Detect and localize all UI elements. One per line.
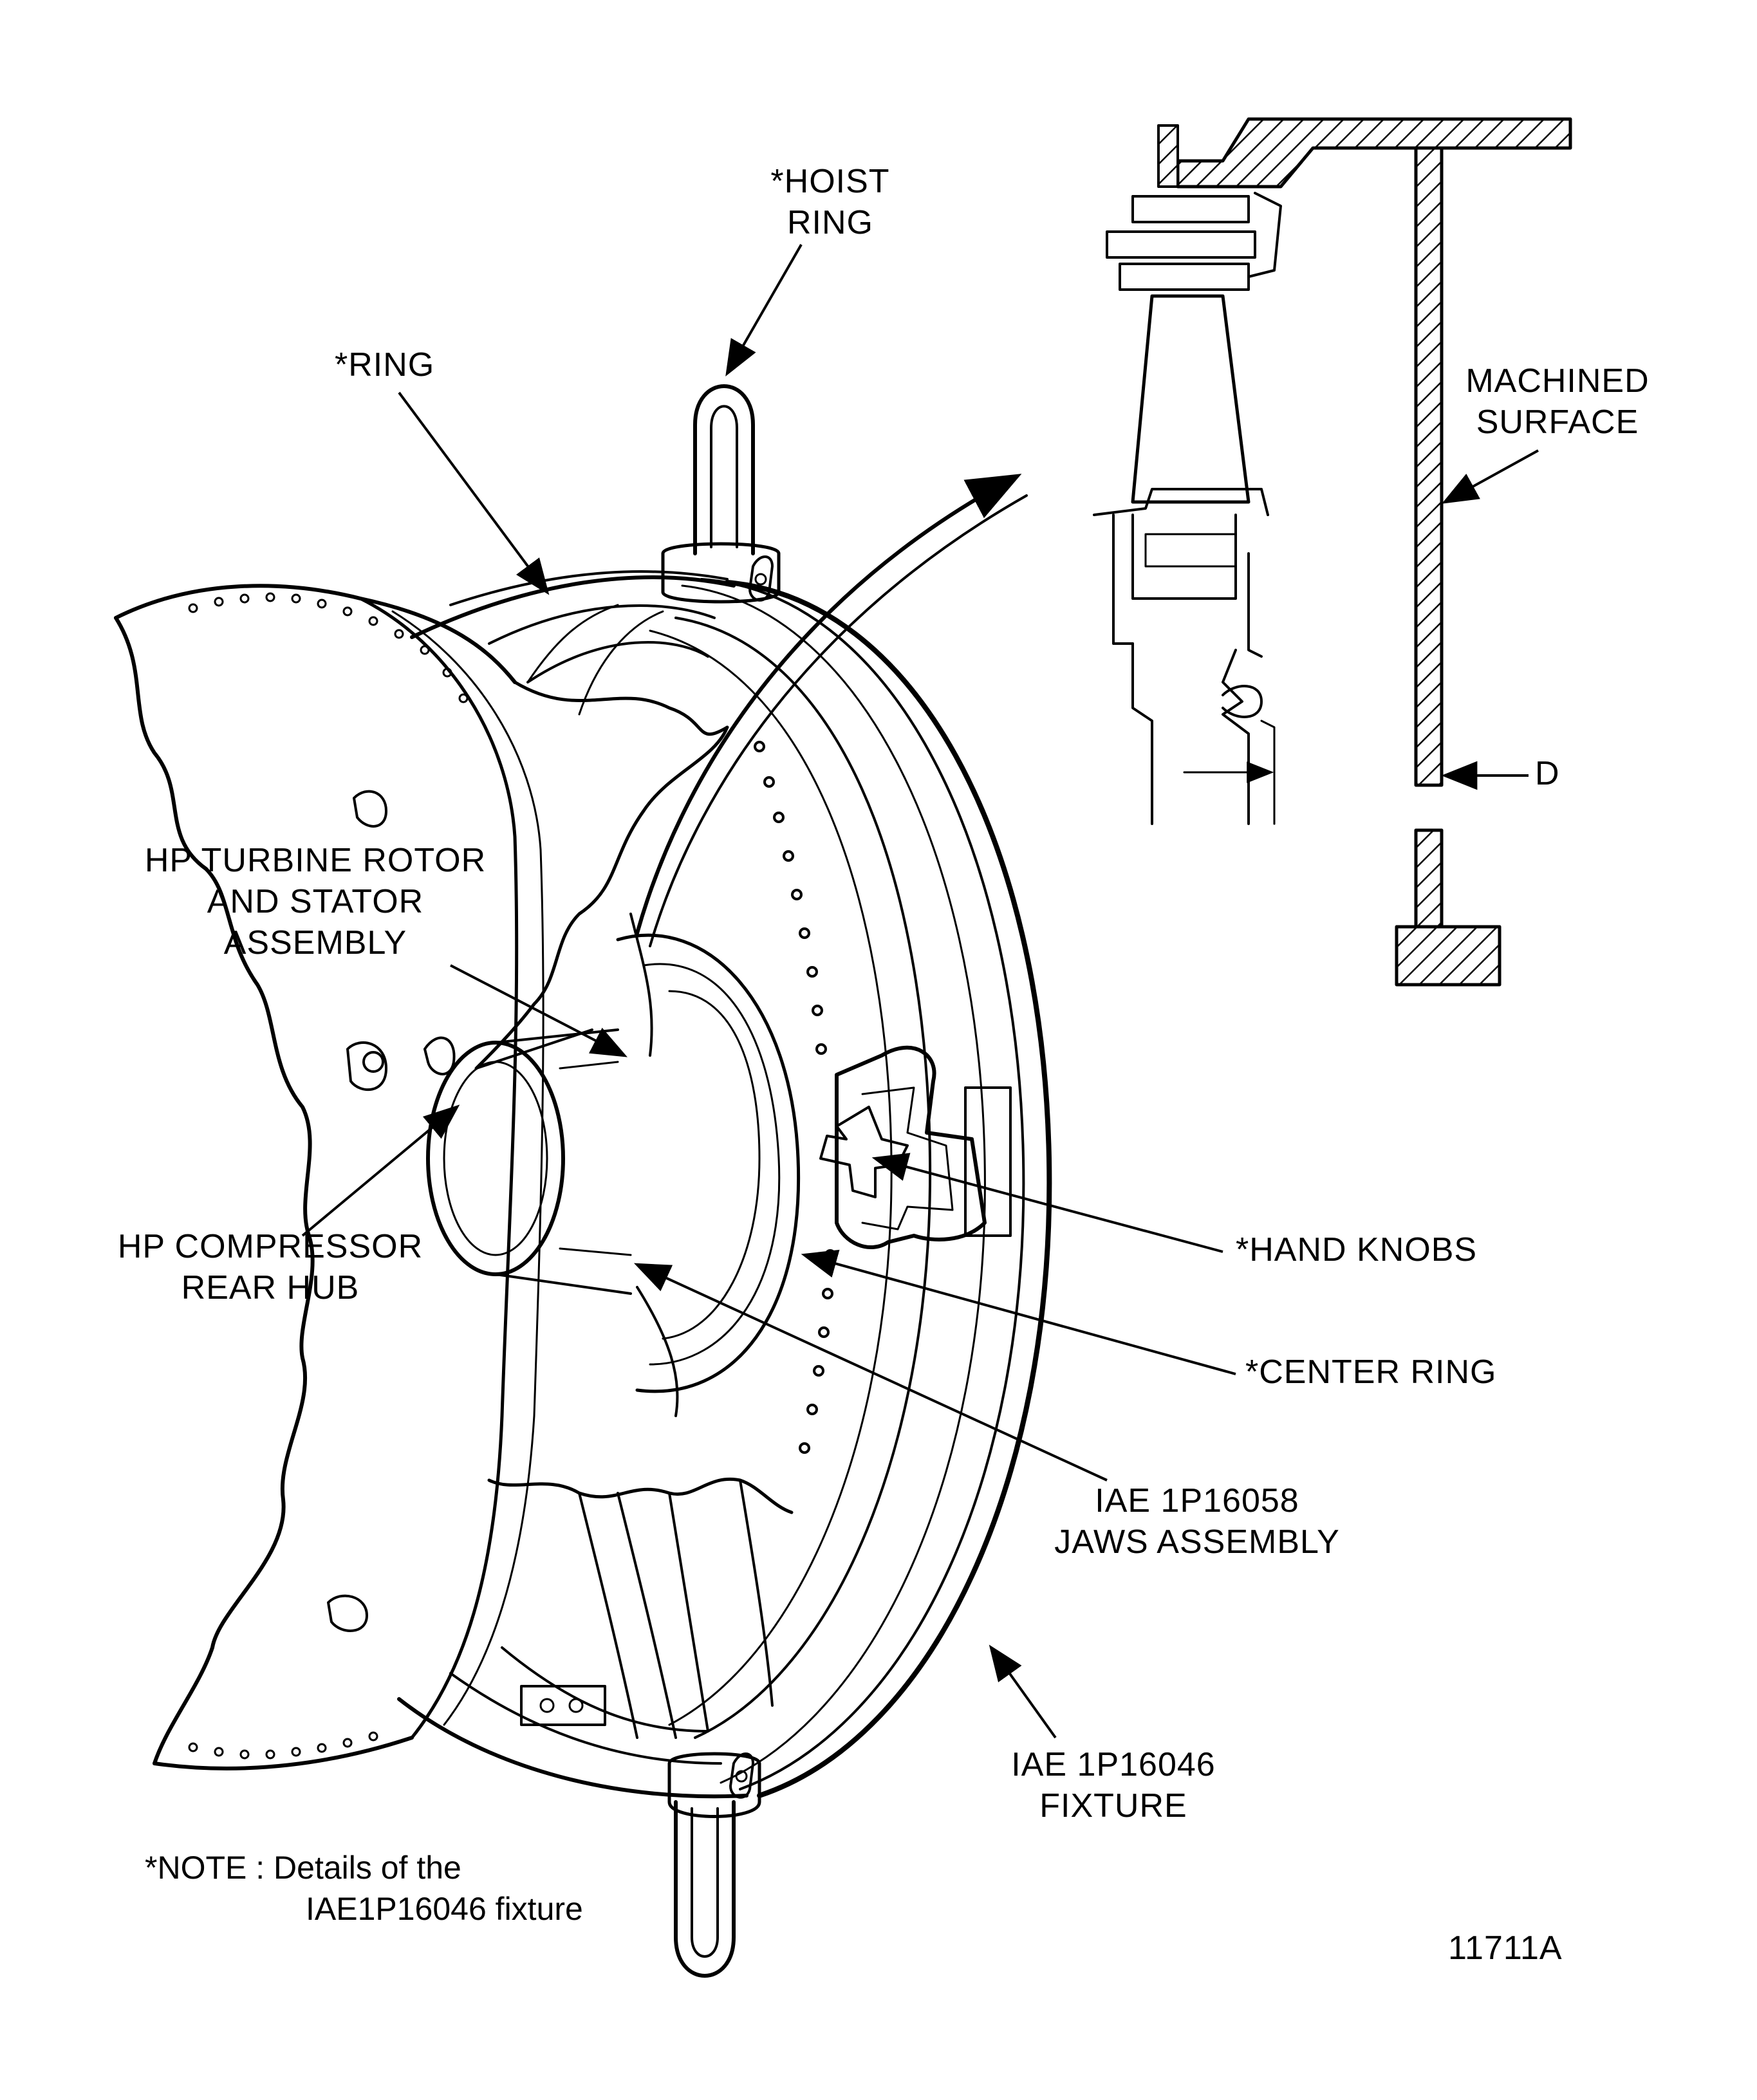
label-hand-knobs: *HAND KNOBS [1236, 1231, 1478, 1268]
label-jaws-assembly: IAE 1P16058 JAWS ASSEMBLY [1023, 1480, 1371, 1563]
leader-lines [301, 244, 1539, 1739]
figure-id: 11711A [1448, 1929, 1563, 1967]
label-center-ring: *CENTER RING [1245, 1353, 1497, 1391]
label-hp-turbine-line3: ASSEMBLY [223, 924, 407, 962]
label-hp-turbine: HP TURBINE ROTOR AND STATOR ASSEMBLY [135, 840, 496, 963]
hand-knob-shape [819, 1045, 1012, 1250]
label-machined-surface-line2: SURFACE [1476, 404, 1639, 441]
label-hp-turbine-line1: HP TURBINE ROTOR [144, 842, 487, 879]
hoist-ring-top [661, 384, 781, 604]
section-detail [1093, 117, 1572, 987]
flange-fittings [327, 790, 456, 1632]
label-hoist-ring: *HOIST RING [734, 161, 927, 243]
label-ring: *RING [335, 346, 435, 384]
label-jaws-line1: IAE 1P16058 [1095, 1482, 1299, 1519]
label-machined-surface: MACHINED SURFACE [1442, 360, 1673, 443]
label-fixture: IAE 1P16046 FIXTURE [978, 1744, 1249, 1826]
label-hoist-ring-line2: RING [787, 204, 873, 241]
label-hp-turbine-line2: AND STATOR [207, 883, 424, 920]
detail-arrow [635, 474, 1028, 947]
label-d: D [1535, 755, 1560, 792]
label-hoist-ring-line1: *HOIST [770, 163, 890, 200]
note-line1: *NOTE : Details of the [145, 1850, 461, 1886]
hoist-ring-bottom [667, 1752, 761, 1978]
fixture-body [114, 570, 1052, 1799]
center-hub [426, 913, 801, 1417]
label-hp-compressor-line1: HP COMPRESSOR [117, 1228, 423, 1265]
label-hp-compressor-line2: REAR HUB [181, 1269, 360, 1306]
label-machined-surface-line1: MACHINED [1465, 362, 1650, 400]
note-line2: IAE1P16046 fixture [306, 1891, 583, 1927]
note-text: *NOTE : Details of the IAE1P16046 fixtur… [145, 1847, 583, 1929]
label-fixture-line1: IAE 1P16046 [1011, 1746, 1216, 1783]
label-fixture-line2: FIXTURE [1039, 1787, 1187, 1825]
label-jaws-line2: JAWS ASSEMBLY [1054, 1523, 1340, 1561]
label-hp-compressor: HP COMPRESSOR REAR HUB [103, 1226, 438, 1308]
